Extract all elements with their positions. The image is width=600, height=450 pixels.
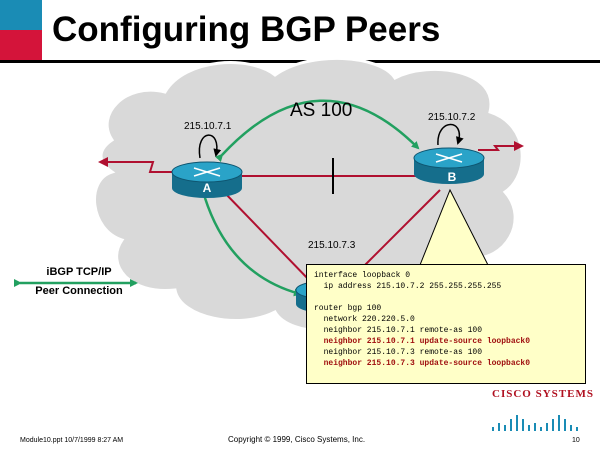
config-line: network 220.220.5.0	[314, 315, 415, 324]
config-line-highlight: neighbor 215.10.7.3 update-source loopba…	[314, 359, 531, 368]
legend-line-1: iBGP TCP/IP	[46, 266, 112, 278]
external-link-right	[478, 141, 524, 151]
router-b: B	[413, 147, 485, 184]
ibgp-session-a-b	[214, 99, 420, 163]
ip-label-b: 215.10.7.2	[428, 112, 476, 123]
footer-copyright: Copyright © 1999, Cisco Systems, Inc.	[228, 435, 366, 444]
router-b-label: B	[448, 170, 457, 184]
blue-square	[0, 0, 42, 30]
as-label: AS 100	[290, 100, 352, 121]
config-line: ip address 215.10.7.2 255.255.255.255	[314, 282, 502, 291]
page-number: 10	[572, 437, 580, 444]
config-line-highlight: neighbor 215.10.7.1 update-source loopba…	[314, 337, 531, 346]
config-line: neighbor 215.10.7.3 remote-as 100	[314, 348, 483, 357]
cisco-logo-bars	[492, 415, 578, 431]
footer-filename: Module10.ppt 10/7/1999 8:27 AM	[20, 437, 124, 444]
router-a: A	[171, 161, 243, 198]
legend-line-2: Peer Connection	[35, 285, 123, 297]
config-line: router bgp 100	[314, 304, 382, 313]
ip-label-a: 215.10.7.1	[184, 121, 232, 132]
router-a-label: A	[203, 181, 212, 195]
config-callout: interface loopback 0 ip address 215.10.7…	[306, 264, 586, 384]
red-square	[0, 30, 42, 60]
ibgp-session-a-c	[199, 191, 302, 297]
loopback-arrow-b	[437, 123, 464, 146]
loopback-arrow-a	[198, 134, 222, 159]
ip-label-c: 215.10.7.3	[308, 240, 356, 251]
config-line: interface loopback 0	[314, 271, 411, 280]
external-link-left	[98, 157, 176, 173]
legend: iBGP TCP/IP Peer Connection	[14, 266, 144, 298]
config-line: neighbor 215.10.7.1 remote-as 100	[314, 326, 483, 335]
config-line	[314, 292, 585, 303]
slide-title: Configuring BGP Peers	[52, 10, 441, 49]
title-rule	[0, 60, 600, 63]
cisco-logo-text: CISCO SYSTEMS	[492, 388, 594, 400]
